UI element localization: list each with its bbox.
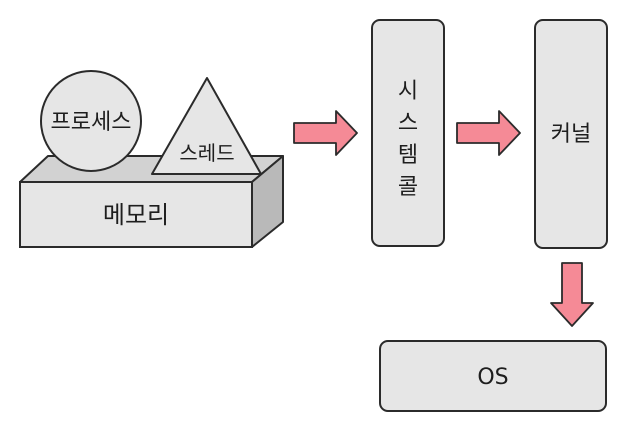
system-call-char-2: 스 xyxy=(398,111,418,136)
os-label: OS xyxy=(477,365,508,390)
system-call-char-4: 콜 xyxy=(398,175,418,200)
process-circle: 프로세스 xyxy=(40,70,142,172)
system-call-box: 시 스 템 콜 xyxy=(371,19,445,247)
os-box: OS xyxy=(379,340,607,412)
kernel-label: 커널 xyxy=(551,122,591,147)
system-call-char-1: 시 xyxy=(398,79,418,104)
process-circle-shape xyxy=(40,70,142,172)
arrow-to-os xyxy=(550,262,594,327)
process-label: 프로세스 xyxy=(51,110,132,135)
os-box-shape xyxy=(379,340,607,412)
arrow-to-kernel xyxy=(456,110,521,156)
system-call-char-3: 템 xyxy=(398,143,418,168)
system-call-box-shape xyxy=(371,19,445,247)
thread-label: 스레드 xyxy=(179,141,234,165)
kernel-box: 커널 xyxy=(534,19,608,249)
arrow-to-system-call xyxy=(293,110,358,156)
memory-block-front xyxy=(19,181,253,248)
thread-triangle: 스레드 xyxy=(151,77,262,175)
thread-triangle-shape xyxy=(151,77,262,175)
memory-label: 메모리 xyxy=(103,201,169,229)
kernel-box-shape xyxy=(534,19,608,249)
